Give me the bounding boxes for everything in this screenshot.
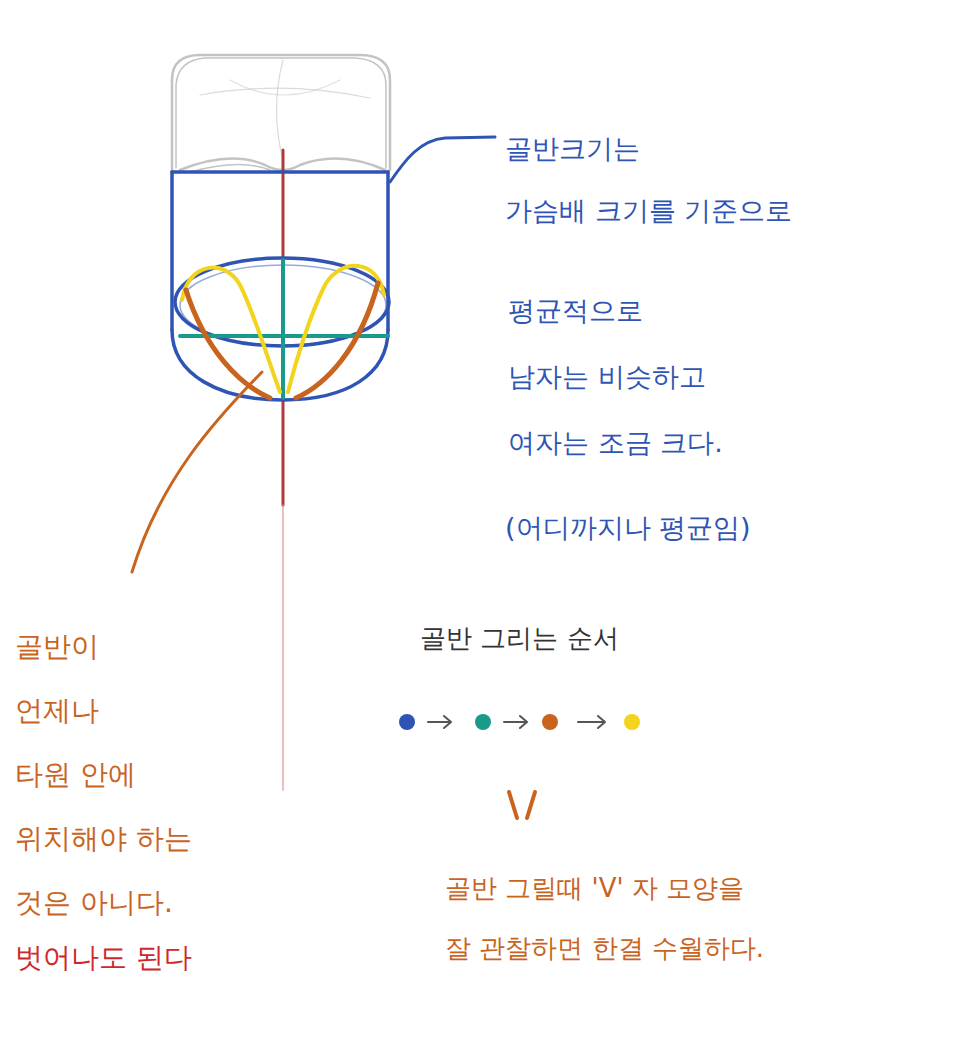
- note-text: 골반 그리는 순서: [420, 618, 619, 658]
- note-text: 평균적으로 남자는 비슷하고 여자는 조금 크다.: [508, 278, 723, 476]
- text-line: 골반 그리는 순서: [420, 618, 619, 658]
- note-block: 벗어나도 된다: [15, 938, 192, 978]
- text-line: 남자는 비슷하고: [508, 344, 723, 410]
- pelvis-frame: [172, 172, 389, 400]
- pelvis-wings: [182, 266, 384, 392]
- leader-line: [390, 137, 495, 182]
- center-line-faint: [282, 505, 284, 790]
- text-line: 언제나: [15, 679, 192, 743]
- note-text: 골반크기는 가슴배 크기를 기준으로: [505, 118, 792, 242]
- text-line: 잘 관찰하면 한결 수월하다.: [445, 918, 764, 978]
- text-line: 여자는 조금 크다.: [508, 410, 723, 476]
- text-line: 골반이: [15, 615, 192, 679]
- v-mark: [509, 792, 535, 818]
- text-line: 위치해야 하는: [15, 807, 192, 871]
- text-line: 골반크기는: [505, 118, 792, 180]
- leader-line: [132, 372, 262, 572]
- text-line: 평균적으로: [508, 278, 723, 344]
- text-line: (어디까지나 평균임): [505, 508, 751, 548]
- note-block: 골반 그릴때 'V' 자 모양을 잘 관찰하면 한결 수월하다.: [445, 858, 764, 978]
- text-line: 타원 안에: [15, 743, 192, 807]
- text-line: 것은 아니다.: [15, 871, 192, 935]
- note-text: 골반이 언제나 타원 안에 위치해야 하는 것은 아니다.: [15, 615, 192, 935]
- note-block: (어디까지나 평균임): [505, 508, 751, 548]
- text-line: 가슴배 크기를 기준으로: [505, 180, 792, 242]
- pelvis-v-curves: [186, 283, 378, 398]
- center-line: [282, 150, 285, 505]
- ribcage-sketch: [172, 55, 390, 172]
- pelvis-cross: [180, 260, 388, 398]
- note-block: 골반크기는 가슴배 크기를 기준으로: [505, 118, 792, 242]
- text-line: 골반 그릴때 'V' 자 모양을: [445, 858, 764, 918]
- note-block: 평균적으로 남자는 비슷하고 여자는 조금 크다.: [508, 278, 723, 476]
- note-text: (어디까지나 평균임): [505, 508, 751, 548]
- note-block: 골반 그리는 순서: [420, 618, 619, 658]
- order-sequence: [399, 714, 640, 730]
- text-line: 벗어나도 된다: [15, 938, 192, 978]
- note-block: 골반이 언제나 타원 안에 위치해야 하는 것은 아니다.: [15, 615, 192, 935]
- note-text: 벗어나도 된다: [15, 938, 192, 978]
- note-text: 골반 그릴때 'V' 자 모양을 잘 관찰하면 한결 수월하다.: [445, 858, 764, 978]
